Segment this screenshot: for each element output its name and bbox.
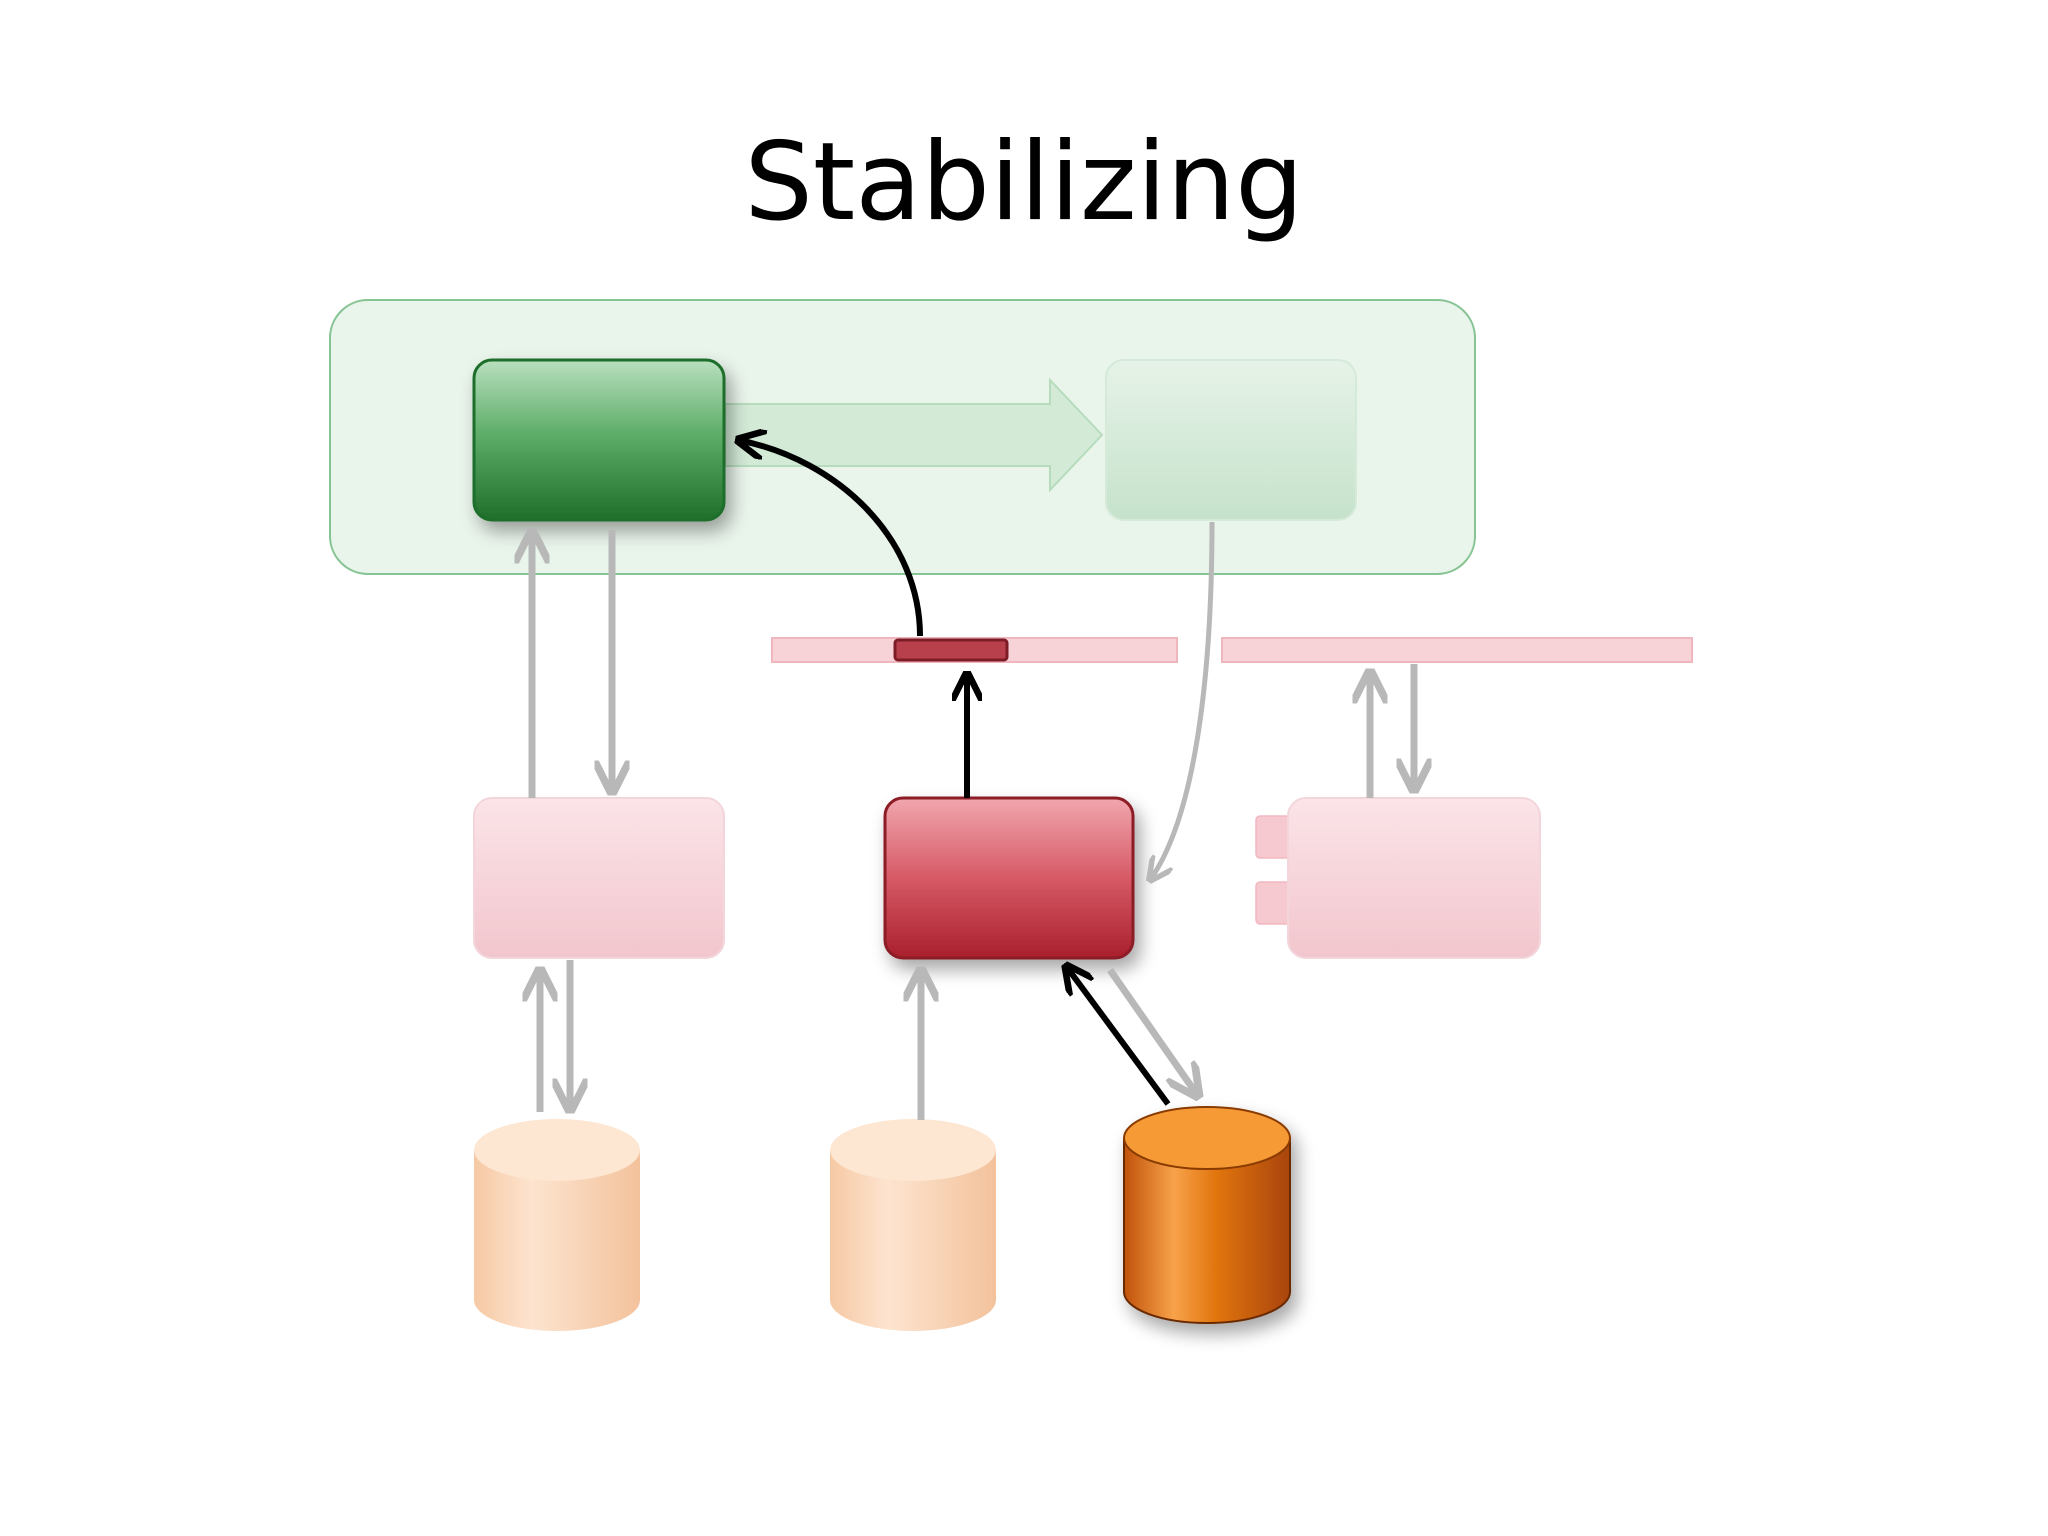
leader-box — [472, 358, 726, 522]
replica-left-box — [473, 797, 725, 959]
replica-right-port-bottom — [1255, 881, 1291, 925]
replica-middle-box — [883, 796, 1135, 960]
disk-right — [1123, 1106, 1291, 1324]
log-entry — [893, 638, 1009, 662]
log-bar-right — [1221, 637, 1693, 663]
leader-to-follower-block-arrow — [724, 377, 1104, 493]
log-entry-to-leader-arrow — [738, 440, 923, 637]
disk-left — [474, 1119, 640, 1331]
replica-right-port-top — [1255, 815, 1291, 859]
replica-middle-to-disk-right-arrow — [1107, 967, 1198, 1096]
disk-middle — [830, 1119, 996, 1331]
replica-right-box — [1287, 797, 1541, 959]
follower-to-replica-middle-arrow — [1150, 521, 1215, 880]
slide-title: Stabilizing — [744, 120, 1304, 245]
follower-box — [1105, 359, 1357, 521]
disk-right-to-replica-middle-arrow — [1066, 966, 1171, 1106]
